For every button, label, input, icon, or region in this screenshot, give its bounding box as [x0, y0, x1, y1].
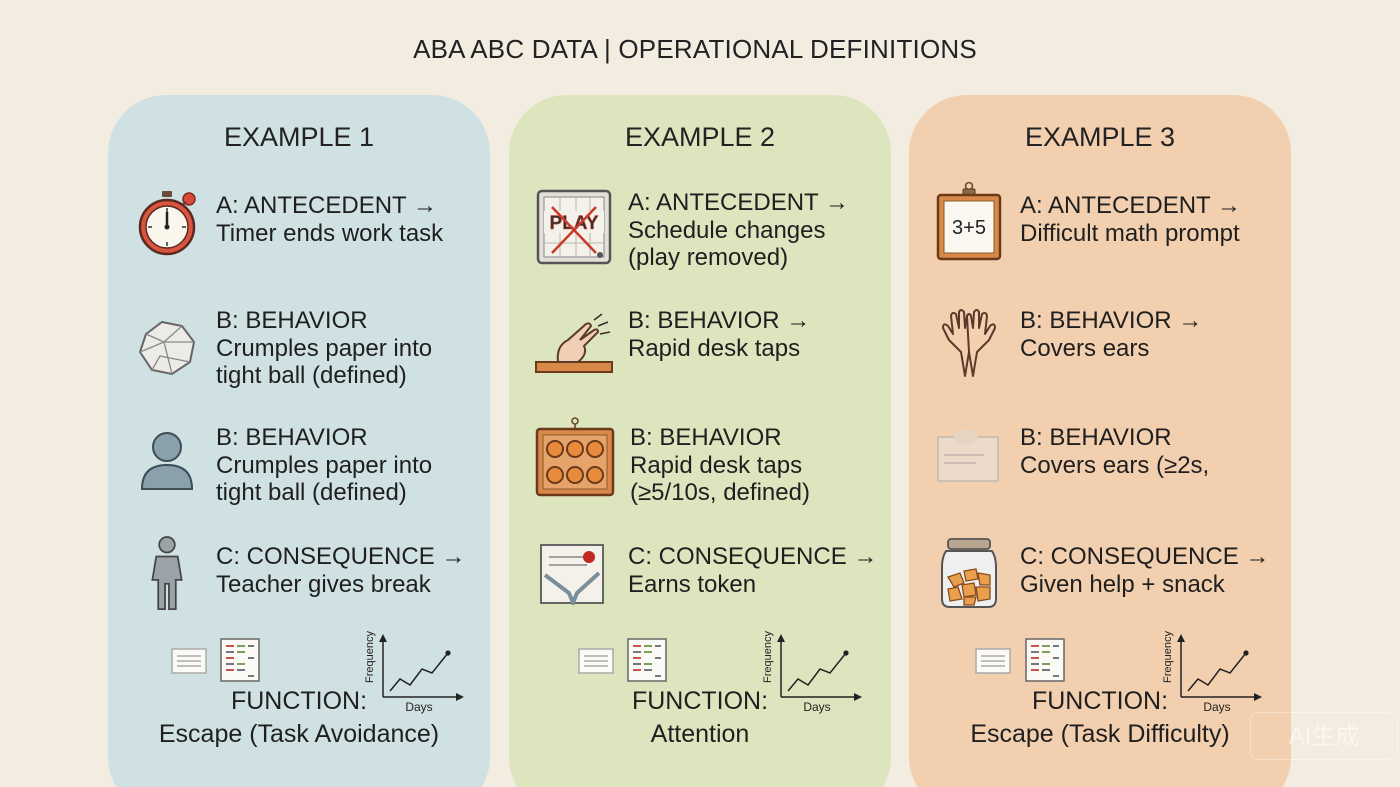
math-card-icon: 3+5 — [936, 181, 1006, 261]
desk-tap-icon — [534, 310, 613, 380]
behavior-text: B: BEHAVIOR Crumples paper into tight ba… — [216, 424, 482, 506]
graph-xlabel: Days — [803, 700, 831, 714]
function-label: FUNCTION: — [631, 687, 769, 715]
antecedent-desc: Timer ends work task — [216, 220, 444, 247]
function-value: Escape (Task Difficulty) — [970, 720, 1230, 748]
student-icon — [132, 425, 202, 495]
behavior-desc: Rapid desk taps — [628, 335, 801, 362]
behavior-text: B: BEHAVIOR Crumples paper into tight ba… — [216, 307, 482, 389]
consequence-desc: Given help + snack — [1020, 571, 1225, 598]
note-card-icon — [578, 648, 614, 679]
frequency-graph: Frequency Days — [1162, 631, 1264, 715]
graph-ylabel: Frequency — [762, 631, 774, 683]
snack-jar-icon — [940, 537, 1010, 608]
data-sheet-icon — [627, 638, 667, 687]
behavior-label: B: BEHAVIOR — [216, 424, 368, 451]
function-label: FUNCTION: — [1031, 687, 1169, 715]
antecedent-text: A: ANTECEDENT → Difficult math prompt — [1020, 192, 1283, 247]
function-label: FUNCTION: — [230, 687, 368, 715]
example-card-2: EXAMPLE 2 PLAY A: ANTECEDENT → Schedule … — [509, 95, 891, 787]
data-sheet-icon — [1025, 638, 1065, 687]
consequence-label: C: CONSEQUENCE → — [628, 543, 878, 570]
consequence-label: C: CONSEQUENCE → — [216, 543, 466, 570]
behavior-text: B: BEHAVIOR Covers ears (≥2s, — [1020, 424, 1283, 479]
token-chart-icon — [539, 543, 609, 613]
hands-icon — [935, 306, 1005, 377]
consequence-text: C: CONSEQUENCE → Earns token — [628, 543, 883, 598]
teacher-icon — [132, 535, 202, 610]
card-title: EXAMPLE 3 — [1024, 122, 1176, 152]
antecedent-desc: Schedule changes (play removed) — [628, 217, 826, 271]
graph-ylabel: Frequency — [1162, 631, 1174, 683]
consequence-label: C: CONSEQUENCE → — [1020, 543, 1270, 570]
behavior-desc: Covers ears — [1020, 335, 1150, 362]
ai-watermark: AI生成 — [1250, 712, 1398, 760]
graph-xlabel: Days — [1203, 700, 1231, 714]
consequence-text: C: CONSEQUENCE → Teacher gives break — [216, 543, 482, 598]
example-card-3: EXAMPLE 3 3+5 A: ANTECEDENT → Difficult … — [909, 95, 1291, 787]
behavior-text: B: BEHAVIOR Rapid desk taps (≥5/10s, def… — [630, 424, 883, 506]
example-card-1: EXAMPLE 1 A: ANTECEDENT → Timer ends wor… — [108, 95, 490, 787]
antecedent-text: A: ANTECEDENT → Timer ends work task — [216, 192, 482, 247]
schedule-board-icon: PLAY — [536, 189, 612, 265]
behavior-desc: Covers ears (≥2s, — [1020, 452, 1210, 479]
token-board-icon — [535, 417, 615, 497]
consequence-desc: Teacher gives break — [216, 571, 431, 598]
graph-xlabel: Days — [405, 700, 433, 714]
behavior-label: B: BEHAVIOR — [630, 424, 782, 451]
antecedent-label: A: ANTECEDENT → — [216, 192, 437, 219]
consequence-text: C: CONSEQUENCE → Given help + snack — [1020, 543, 1283, 598]
antecedent-text: A: ANTECEDENT → Schedule changes (play r… — [628, 189, 883, 271]
page-title: ABA ABC DATA | OPERATIONAL DEFINITIONS — [413, 34, 977, 64]
behavior-text: B: BEHAVIOR → Rapid desk taps — [628, 307, 883, 362]
behavior-desc: Crumples paper into tight ball (defined) — [216, 335, 433, 389]
behavior-label: B: BEHAVIOR — [216, 307, 368, 334]
behavior-label: B: BEHAVIOR → — [628, 307, 811, 334]
antecedent-label: A: ANTECEDENT → — [628, 189, 849, 216]
note-card-icon — [171, 648, 207, 679]
antecedent-label: A: ANTECEDENT → — [1020, 192, 1241, 219]
behavior-label: B: BEHAVIOR → — [1020, 307, 1203, 334]
card-title: EXAMPLE 1 — [223, 122, 375, 152]
faded-card-icon — [936, 429, 1006, 499]
function-value: Attention — [650, 720, 750, 748]
frequency-graph: Frequency Days — [364, 631, 466, 715]
crumpled-paper-icon — [132, 312, 202, 382]
consequence-desc: Earns token — [628, 571, 757, 598]
behavior-desc: Rapid desk taps (≥5/10s, defined) — [630, 452, 810, 506]
behavior-desc: Crumples paper into tight ball (defined) — [216, 452, 433, 506]
data-sheet-icon — [220, 638, 260, 687]
frequency-graph: Frequency Days — [762, 631, 864, 715]
card-title: EXAMPLE 2 — [624, 122, 776, 152]
stopwatch-icon — [132, 187, 202, 257]
behavior-label: B: BEHAVIOR — [1020, 424, 1172, 451]
function-value: Escape (Task Avoidance) — [158, 720, 440, 748]
math-badge: 3+5 — [952, 217, 986, 239]
antecedent-desc: Difficult math prompt — [1020, 220, 1240, 247]
graph-ylabel: Frequency — [364, 631, 376, 683]
behavior-text: B: BEHAVIOR → Covers ears — [1020, 307, 1283, 362]
note-card-icon — [975, 648, 1011, 679]
